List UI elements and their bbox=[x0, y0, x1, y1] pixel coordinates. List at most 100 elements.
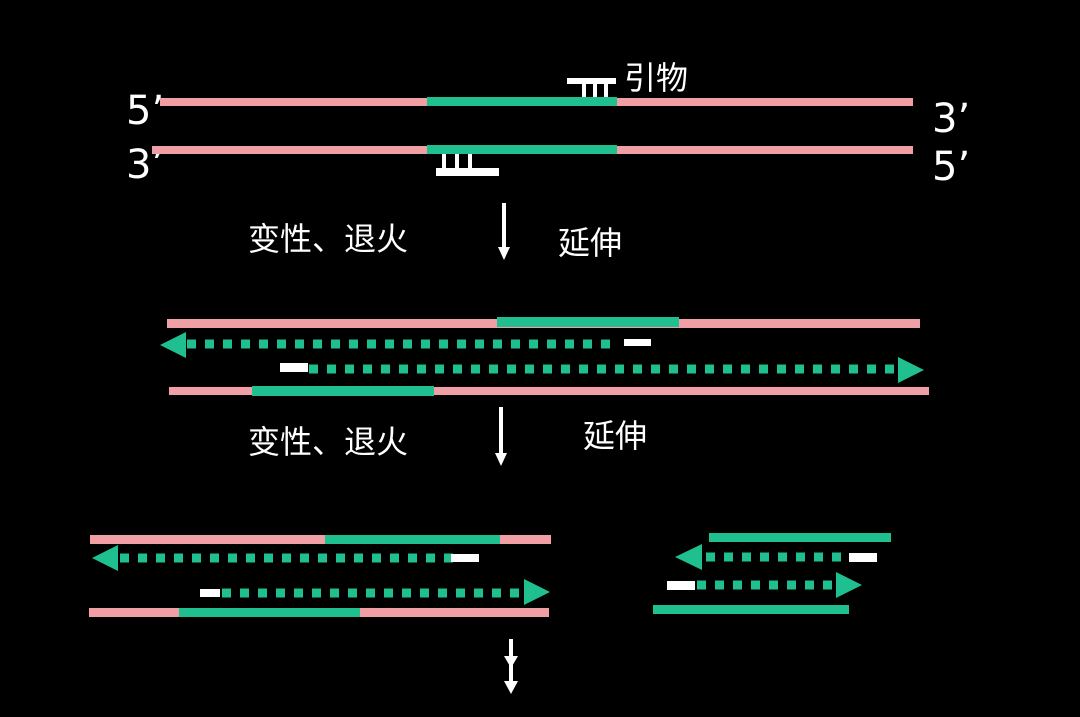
strand-dot bbox=[246, 553, 255, 563]
strand-dot bbox=[529, 339, 538, 349]
bottom-template-strand-2 bbox=[169, 387, 929, 395]
step1-extend-label: 延伸 bbox=[558, 224, 622, 262]
strand-dot bbox=[390, 553, 399, 563]
strand-dot bbox=[330, 588, 339, 598]
left-arrowhead-icon bbox=[675, 544, 702, 570]
strand-dot bbox=[384, 588, 393, 598]
primer-top bbox=[567, 78, 616, 97]
right-arrowhead-icon bbox=[524, 579, 550, 605]
primer-bottom bbox=[436, 154, 499, 176]
strand-dot bbox=[493, 339, 502, 349]
primer-stage3-bottom bbox=[200, 589, 220, 597]
strand-dot bbox=[796, 552, 805, 562]
strand-dot bbox=[276, 588, 285, 598]
strand-dot bbox=[697, 580, 706, 590]
primer-stage3-top bbox=[451, 554, 479, 562]
right-arrowhead-icon bbox=[836, 572, 862, 598]
step2: 变性、退火 延伸 bbox=[248, 407, 647, 466]
strand-dot bbox=[345, 364, 354, 374]
strand-dot bbox=[777, 364, 786, 374]
strand-dot bbox=[579, 364, 588, 374]
strand-dot bbox=[399, 364, 408, 374]
strand-dot bbox=[313, 339, 322, 349]
strand-dot bbox=[408, 553, 417, 563]
strand-dot bbox=[597, 364, 606, 374]
strand-dot bbox=[444, 553, 453, 563]
strand-dot bbox=[456, 588, 465, 598]
bottom-target-region-3 bbox=[179, 608, 360, 617]
strand-dot bbox=[372, 553, 381, 563]
strand-dot bbox=[723, 364, 732, 374]
strand-dot bbox=[543, 364, 552, 374]
strand-dot bbox=[769, 580, 778, 590]
strand-dot bbox=[760, 552, 769, 562]
strand-dot bbox=[354, 553, 363, 563]
label-5prime-top-left: 5’ bbox=[126, 88, 164, 134]
left-arrowhead-icon bbox=[92, 545, 118, 571]
strand-dot bbox=[742, 552, 751, 562]
strand-dot bbox=[138, 553, 147, 563]
strand-dot bbox=[741, 364, 750, 374]
strand-dot bbox=[366, 588, 375, 598]
strand-dot bbox=[241, 339, 250, 349]
strand-dot bbox=[489, 364, 498, 374]
strand-dot bbox=[309, 364, 318, 374]
strand-dot bbox=[814, 552, 823, 562]
strand-dot bbox=[615, 364, 624, 374]
strand-dot bbox=[192, 553, 201, 563]
strand-dot bbox=[282, 553, 291, 563]
strand-dot bbox=[795, 364, 804, 374]
strand-dot bbox=[120, 553, 129, 563]
strand-dot bbox=[426, 553, 435, 563]
short-primer-bottom bbox=[667, 581, 695, 590]
strand-dot bbox=[471, 364, 480, 374]
strand-dot bbox=[336, 553, 345, 563]
strand-dot bbox=[300, 553, 309, 563]
strand-dot bbox=[223, 339, 232, 349]
strand-dot bbox=[849, 364, 858, 374]
strand-dot bbox=[475, 339, 484, 349]
bottom-target-region-2 bbox=[252, 386, 434, 396]
short-target-bottom bbox=[653, 605, 849, 614]
primer-stage2-bottom bbox=[280, 363, 308, 372]
strand-dot bbox=[511, 339, 520, 349]
strand-dot bbox=[601, 339, 610, 349]
strand-dot bbox=[435, 364, 444, 374]
strand-dot bbox=[420, 588, 429, 598]
strand-dot bbox=[474, 588, 483, 598]
stage-cycle1 bbox=[160, 317, 929, 396]
strand-dot bbox=[331, 339, 340, 349]
step1: 变性、退火 延伸 bbox=[248, 203, 622, 262]
strand-dot bbox=[228, 553, 237, 563]
strand-dot bbox=[507, 364, 516, 374]
left-arrowhead-icon bbox=[160, 332, 186, 358]
step2-extend-label: 延伸 bbox=[583, 417, 647, 455]
bottom-target-region bbox=[427, 145, 617, 154]
stage-cycle2-long bbox=[89, 535, 551, 617]
strand-dot bbox=[385, 339, 394, 349]
strand-dot bbox=[687, 364, 696, 374]
strand-dot bbox=[583, 339, 592, 349]
strand-dot bbox=[403, 339, 412, 349]
strand-dot bbox=[349, 339, 358, 349]
strand-dot bbox=[492, 588, 501, 598]
strand-dot bbox=[651, 364, 660, 374]
strand-dot bbox=[510, 588, 519, 598]
strand-dot bbox=[240, 588, 249, 598]
strand-dot bbox=[832, 552, 841, 562]
strand-dot bbox=[210, 553, 219, 563]
strand-dot bbox=[633, 364, 642, 374]
strand-dot bbox=[453, 364, 462, 374]
strand-dot bbox=[174, 553, 183, 563]
strand-dot bbox=[318, 553, 327, 563]
top-target-region-3 bbox=[325, 535, 500, 544]
strand-dot bbox=[823, 580, 832, 590]
strand-dot bbox=[363, 364, 372, 374]
top-target-region bbox=[427, 97, 617, 106]
right-arrowhead-icon bbox=[898, 357, 924, 383]
strand-dot bbox=[156, 553, 165, 563]
strand-dot bbox=[715, 580, 724, 590]
strand-dot bbox=[724, 552, 733, 562]
strand-dot bbox=[867, 364, 876, 374]
primer-label: 引物 bbox=[624, 59, 688, 97]
